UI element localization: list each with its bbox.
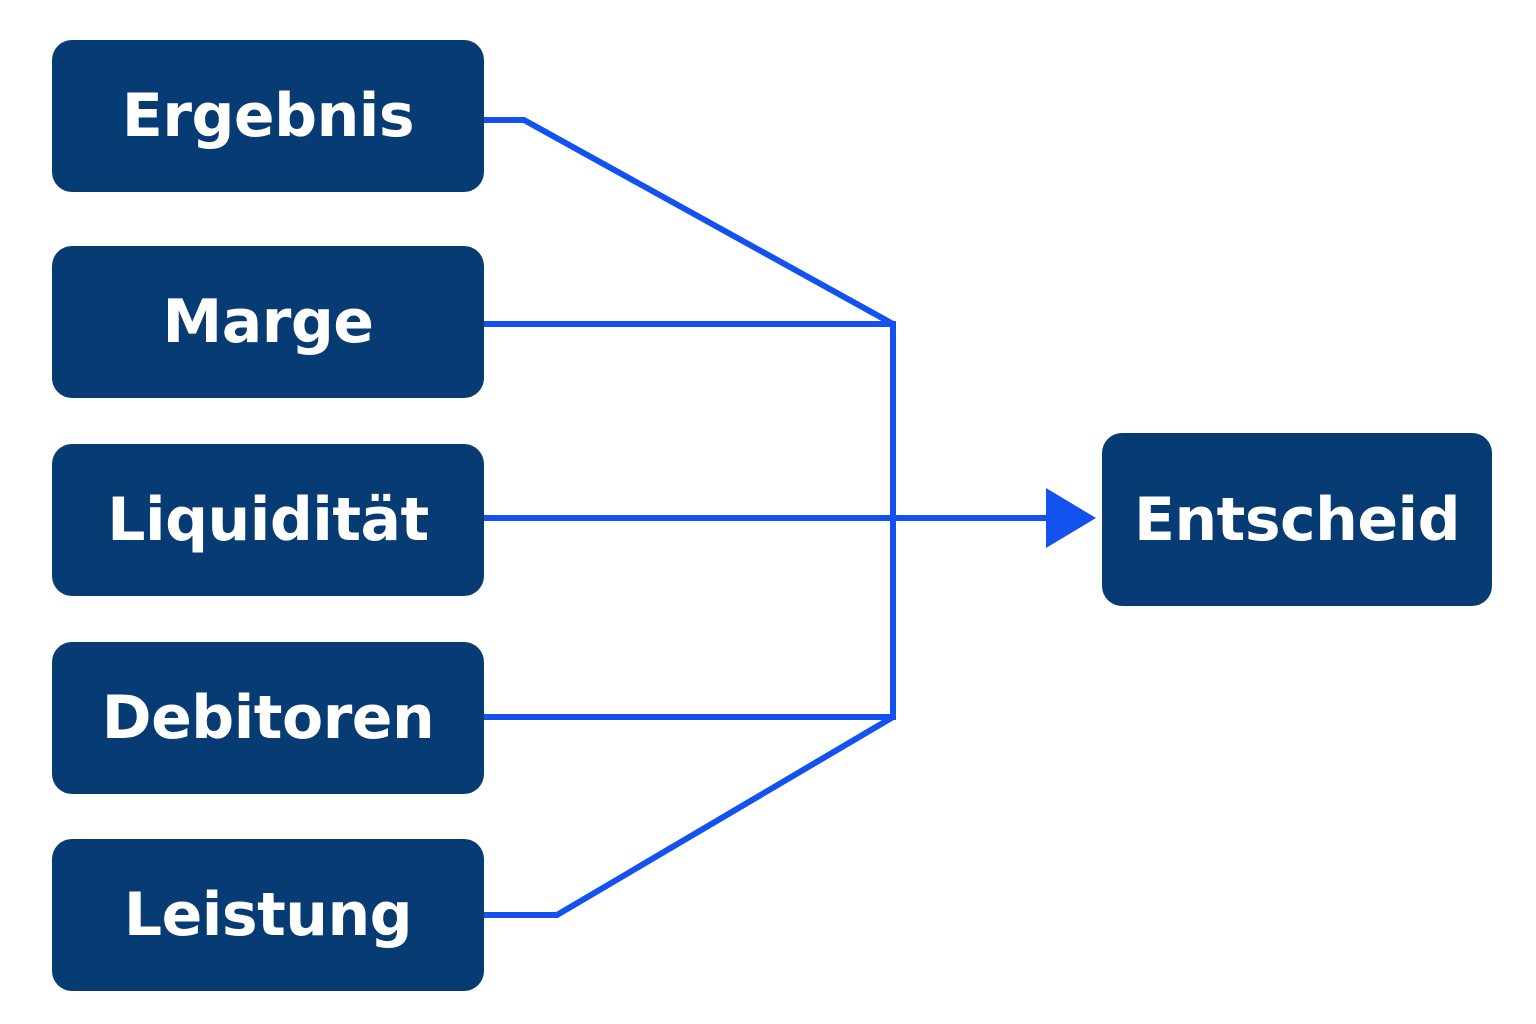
node-label: Marge (162, 287, 374, 357)
connector-leistung (484, 714, 895, 918)
node-label: Liquidität (107, 485, 429, 555)
node-ergebnis[interactable]: Ergebnis (52, 40, 484, 192)
node-marge[interactable]: Marge (52, 246, 484, 398)
node-label: Entscheid (1133, 484, 1461, 555)
node-entscheid[interactable]: Entscheid (1102, 433, 1492, 606)
arrowhead-icon (1046, 488, 1096, 548)
node-liquiditat[interactable]: Liquidität (52, 444, 484, 596)
connector-ergebnis (484, 117, 895, 327)
node-label: Ergebnis (121, 81, 415, 151)
node-leistung[interactable]: Leistung (52, 839, 484, 991)
node-label: Debitoren (101, 683, 435, 753)
node-label: Leistung (123, 880, 413, 950)
node-debitoren[interactable]: Debitoren (52, 642, 484, 794)
